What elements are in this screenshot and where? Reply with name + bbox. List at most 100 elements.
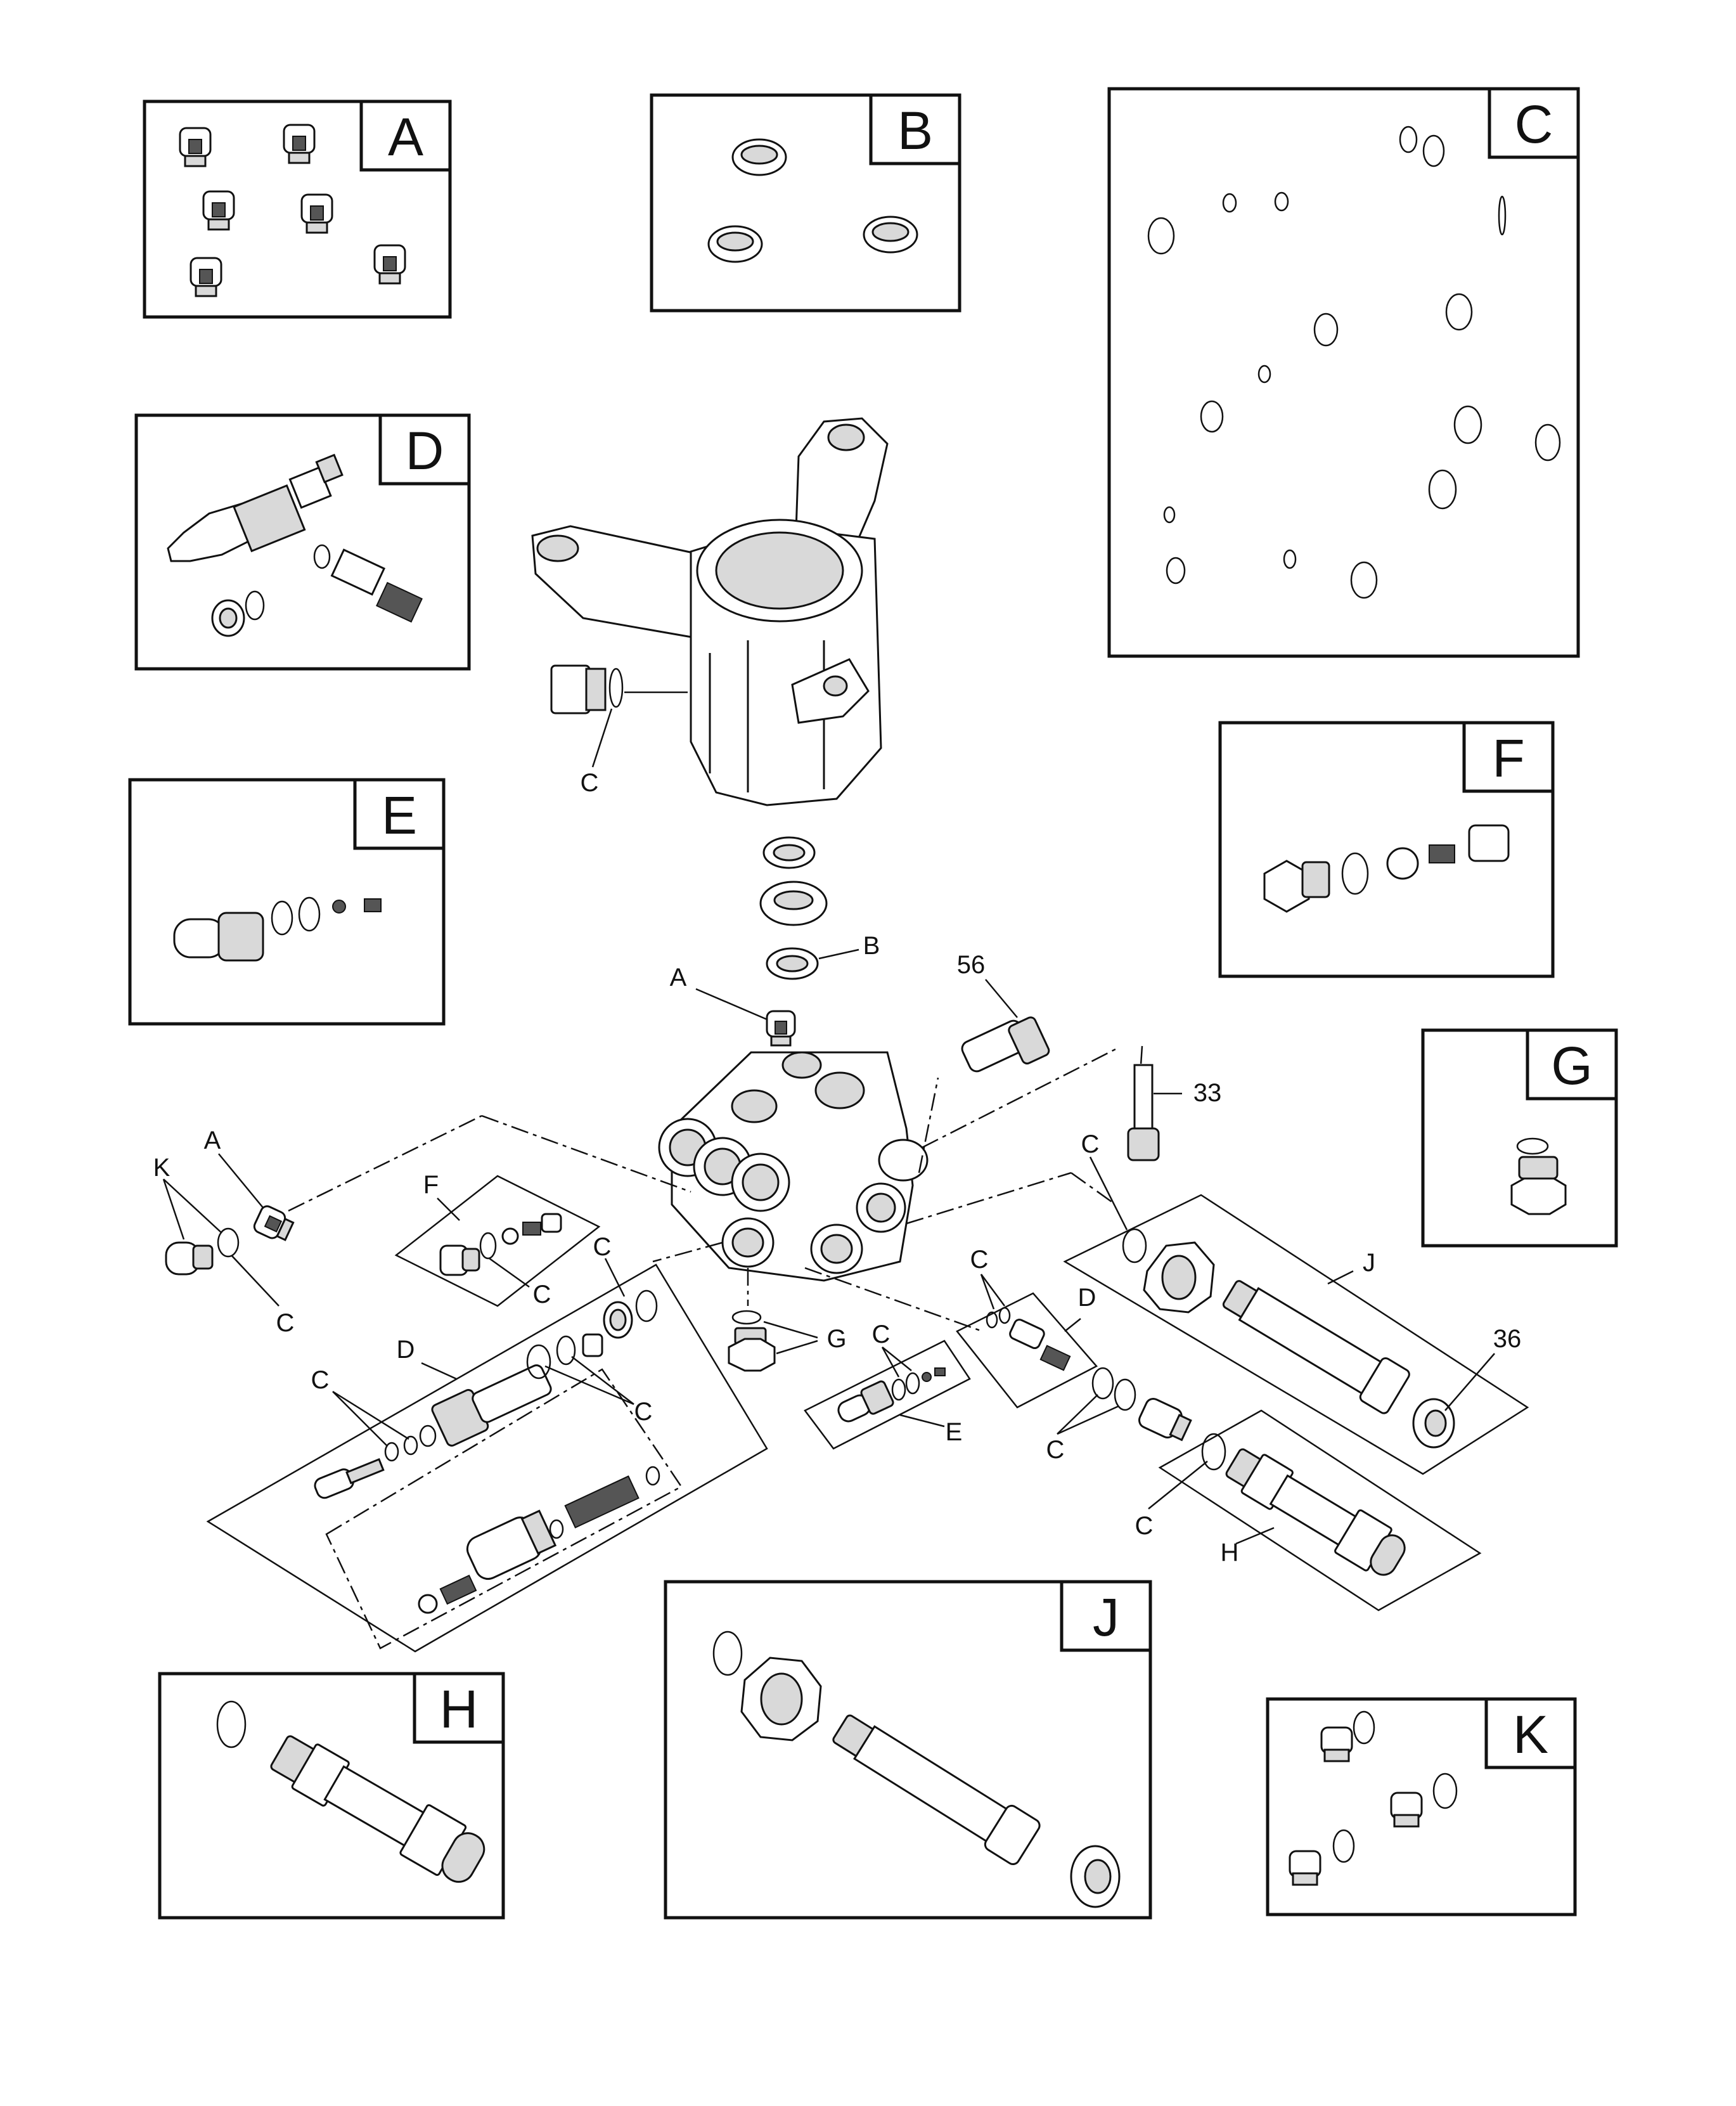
kit-h-panel: H: [158, 1672, 505, 1920]
spring-icon: [364, 898, 382, 912]
kit-c-letter: C: [1515, 94, 1553, 154]
o-ring-icon: [313, 544, 331, 569]
seal-group: [707, 138, 918, 263]
o-ring-icon: [1201, 1433, 1226, 1471]
check-valve-icon: [766, 1010, 796, 1047]
seal-icon: [582, 1333, 603, 1357]
nut-icon: [740, 1657, 822, 1741]
callout-c-f-group: C: [533, 1281, 551, 1308]
o-ring-icon: [608, 668, 624, 708]
d-inner-outline: [325, 1368, 683, 1650]
check-valve-icon: [300, 193, 333, 234]
kit-d-letter: D: [406, 421, 444, 481]
bolt-icon: [1127, 1064, 1160, 1161]
inlet-pipe-icon: [1225, 1448, 1406, 1576]
callout-c-housing: C: [581, 769, 599, 797]
cap-icon: [1412, 1398, 1455, 1449]
o-ring-icon: [526, 1344, 551, 1379]
kit-b-panel: B: [650, 93, 961, 313]
callout-c-h-group: C: [1135, 1512, 1154, 1540]
callout-e-group: E: [946, 1418, 963, 1446]
f-subassembly-outline: [394, 1175, 601, 1307]
o-ring-icon: [1166, 557, 1186, 585]
o-ring-icon: [905, 1372, 920, 1395]
o-ring-icon: [1353, 1710, 1375, 1745]
callout-c-j-group: C: [1081, 1130, 1100, 1158]
spring-icon: [1429, 844, 1455, 863]
ball-icon: [1386, 847, 1419, 880]
cap-icon: [1070, 1845, 1121, 1908]
seat-icon: [1468, 824, 1510, 862]
ball-icon: [332, 900, 346, 914]
callout-56: 56: [957, 951, 986, 979]
kit-j-panel: J: [664, 1580, 1152, 1920]
kit-f-panel: F: [1218, 721, 1555, 978]
h-subassembly-outline: [1158, 1409, 1482, 1612]
o-ring-icon: [891, 1378, 906, 1401]
kit-g-letter: G: [1551, 1036, 1592, 1095]
plug-icon: [728, 1327, 776, 1372]
check-valve-icon: [190, 257, 222, 297]
kit-b-letter: B: [897, 101, 933, 160]
o-ring-icon: [403, 1435, 418, 1456]
inlet-pipe-icon: [270, 1735, 485, 1883]
seal-ring-icon: [211, 599, 245, 637]
housing-plug-icon: [550, 664, 607, 714]
seal-ring-icon: [762, 836, 816, 869]
plug-icon: [1320, 1726, 1353, 1762]
d2-subassembly-outline: [956, 1292, 1098, 1409]
spring-icon: [564, 1475, 640, 1528]
plug-icon: [1510, 1156, 1567, 1215]
o-ring-icon: [1432, 1773, 1458, 1809]
kit-f-letter: F: [1492, 728, 1524, 788]
plug-icon: [1289, 1850, 1321, 1886]
callout-k-left: K: [153, 1154, 170, 1182]
kit-j-letter: J: [1093, 1587, 1119, 1647]
kit-k-letter: K: [1513, 1705, 1548, 1764]
o-ring-icon: [1114, 1378, 1136, 1411]
o-ring-icon: [245, 590, 265, 621]
plug-icon: [439, 1244, 480, 1276]
o-ring-icon: [1350, 561, 1378, 599]
kit-a-letter: A: [388, 107, 423, 167]
o-ring-icon: [1122, 1228, 1147, 1263]
check-valve-icon: [202, 190, 235, 231]
unloader-valve-icon: [431, 1364, 552, 1447]
o-ring-icon: [1200, 400, 1224, 433]
kit-g-panel: G: [1421, 1028, 1618, 1248]
ball-icon: [418, 1594, 438, 1614]
j-subassembly-outline: [1063, 1194, 1529, 1475]
kit-k-panel: K: [1266, 1697, 1577, 1916]
o-ring-icon: [556, 1335, 576, 1366]
ball-icon: [922, 1372, 932, 1382]
check-valve-icon: [283, 124, 316, 164]
pump-housing: [531, 417, 889, 806]
spring-icon: [439, 1574, 477, 1605]
callout-c-d-left: C: [311, 1366, 330, 1394]
seal-ring-icon: [731, 138, 787, 176]
o-ring-icon: [1163, 506, 1176, 524]
outlet-pipe-icon: [1222, 1280, 1410, 1414]
seal-ring-icon: [766, 947, 819, 980]
callout-36: 36: [1493, 1325, 1522, 1353]
seal-retainer-icon: [759, 881, 828, 926]
kit-e-panel: E: [128, 778, 446, 1026]
o-ring-icon: [1399, 126, 1418, 153]
spring-icon: [1039, 1345, 1071, 1371]
check-valve-icon: [373, 244, 406, 285]
o-ring-icon: [1274, 191, 1289, 212]
o-ring-group: [1147, 126, 1561, 599]
kit-h-letter: H: [440, 1679, 479, 1739]
o-ring-icon: [419, 1424, 437, 1447]
o-ring-icon: [298, 896, 321, 932]
o-ring-icon: [731, 1310, 762, 1325]
o-ring-icon: [1222, 193, 1237, 213]
o-ring-icon: [216, 1700, 247, 1748]
o-ring-icon: [1147, 217, 1175, 255]
o-ring-icon: [998, 1307, 1011, 1324]
callout-c-d-upper: C: [593, 1233, 612, 1261]
valve-stem-icon: [330, 548, 386, 596]
callout-c-e-group: C: [872, 1321, 891, 1348]
callout-f-group: F: [423, 1171, 439, 1199]
callout-b-main: B: [863, 932, 880, 960]
